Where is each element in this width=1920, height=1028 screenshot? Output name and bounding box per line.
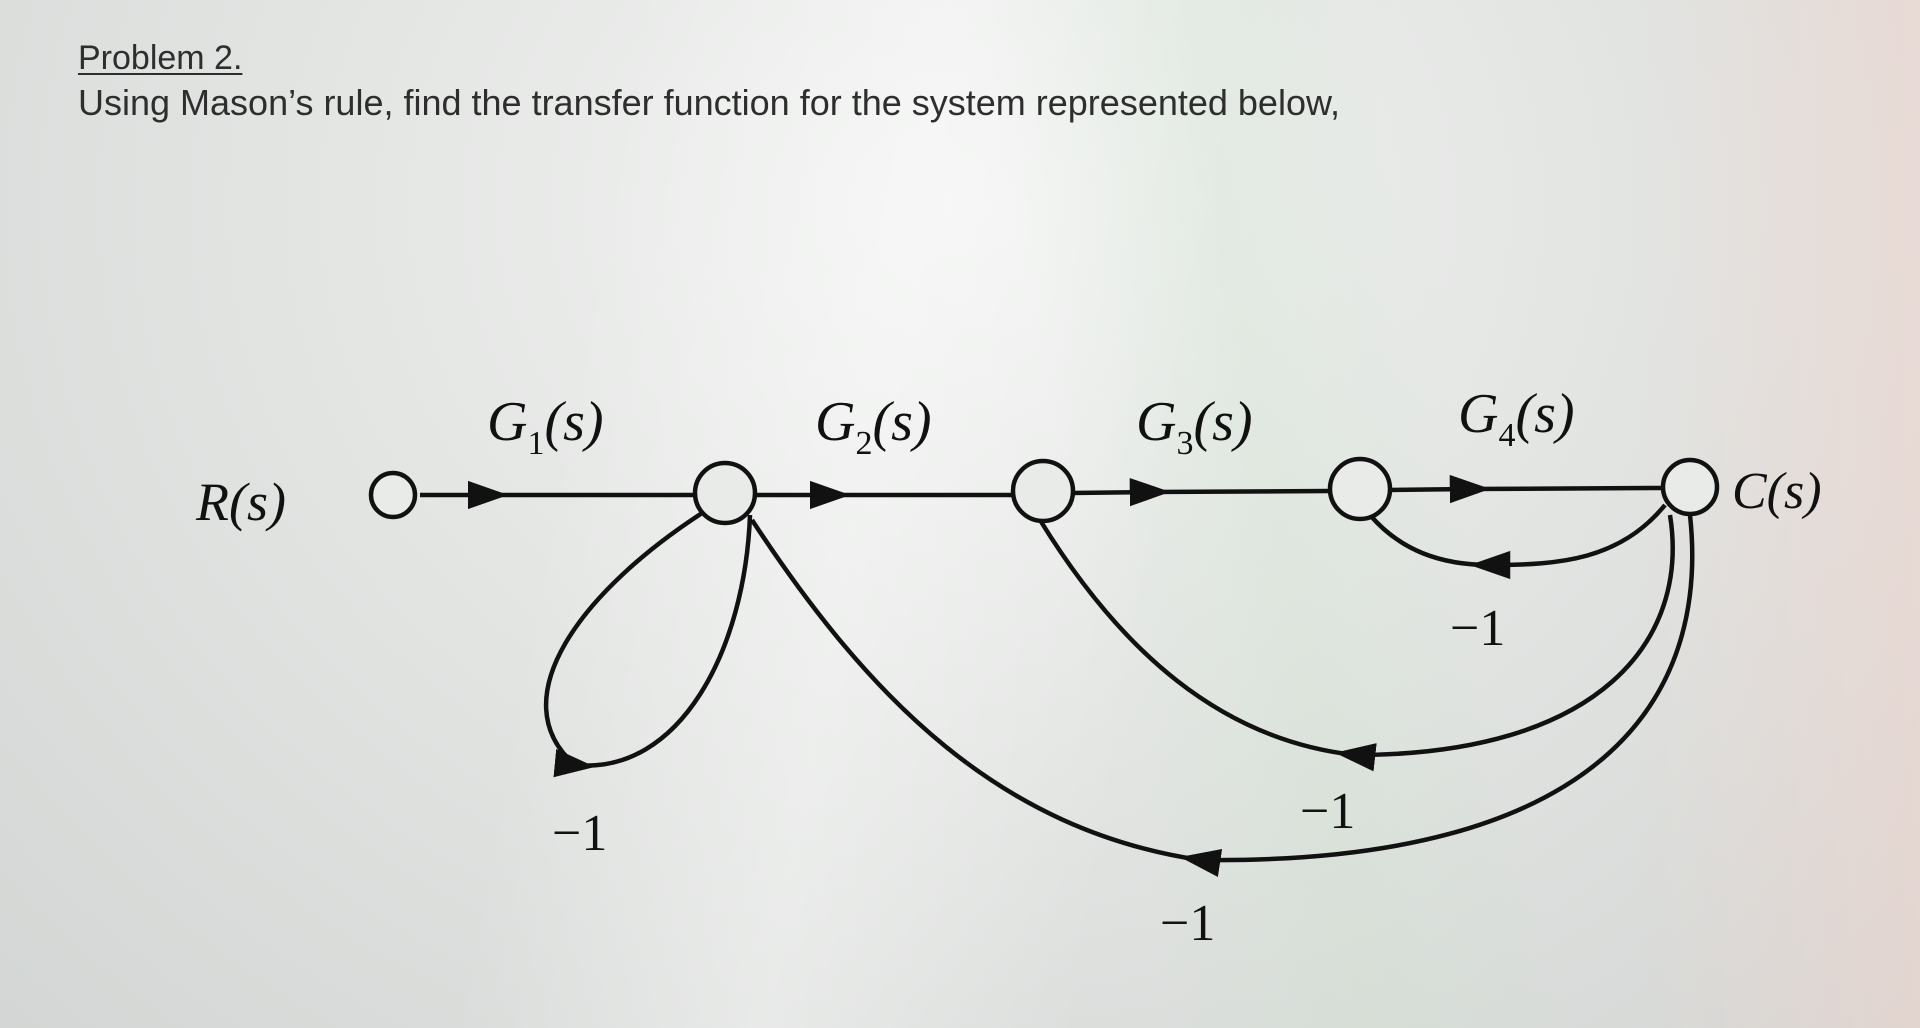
loop-c-n3-b (1038, 518, 1377, 772)
branch-g4 (1449, 474, 1663, 504)
node-2 (692, 460, 758, 526)
self-loop-a (543, 506, 712, 767)
gain-g2-sub: 2 (855, 425, 872, 462)
gain-g4: G4(s) (1458, 383, 1575, 454)
problem-title: Problem 2. (78, 39, 243, 77)
gain-g1-arg: (s) (544, 391, 603, 453)
node-input (368, 470, 418, 520)
gain-g3-name: G (1136, 391, 1176, 453)
loop-c-n2-b (750, 518, 1223, 878)
nodes (368, 456, 1720, 526)
loop-c-n4-a (1489, 503, 1667, 568)
gain-g2-arg: (s) (872, 391, 931, 453)
branch-g4-a (1387, 486, 1471, 493)
loop-gain-c-n4: −1 (1450, 600, 1505, 657)
output-label: C(s) (1732, 463, 1822, 520)
feedback-branches (543, 503, 1695, 878)
input-label: R(s) (195, 472, 286, 532)
gain-g4-name: G (1458, 383, 1498, 445)
gain-g3-arg: (s) (1193, 391, 1252, 453)
self-loop-b (553, 514, 753, 778)
problem-statement: Using Mason’s rule, find the transfer fu… (78, 82, 1340, 123)
loop-c-n3-a (1354, 514, 1675, 758)
gain-g4-sub: 4 (1498, 417, 1515, 454)
gain-g2: G2(s) (815, 391, 932, 462)
loop-c-n4-b (1368, 513, 1511, 580)
forward-branches (420, 474, 1663, 510)
loop-c-n2-a (1199, 514, 1695, 863)
branch-g3-a (1070, 489, 1151, 496)
gain-g1: G1(s) (487, 391, 604, 462)
gain-g4-arg: (s) (1515, 383, 1574, 445)
node-4 (1327, 456, 1393, 522)
loop-gain-self: −1 (552, 805, 607, 862)
problem-header: Problem 2. Using Mason’s rule, find the … (78, 36, 1340, 126)
gain-g1-name: G (487, 391, 527, 453)
branch-g3 (1129, 477, 1331, 507)
gain-g1-sub: 1 (527, 425, 544, 462)
gain-g3: G3(s) (1136, 391, 1253, 462)
node-3 (1010, 458, 1076, 524)
loop-gain-c-n2: −1 (1160, 895, 1215, 952)
gain-g2-name: G (815, 391, 855, 453)
gain-g3-sub: 3 (1176, 425, 1193, 462)
node-output (1660, 457, 1720, 517)
loop-gain-c-n3: −1 (1300, 783, 1355, 840)
